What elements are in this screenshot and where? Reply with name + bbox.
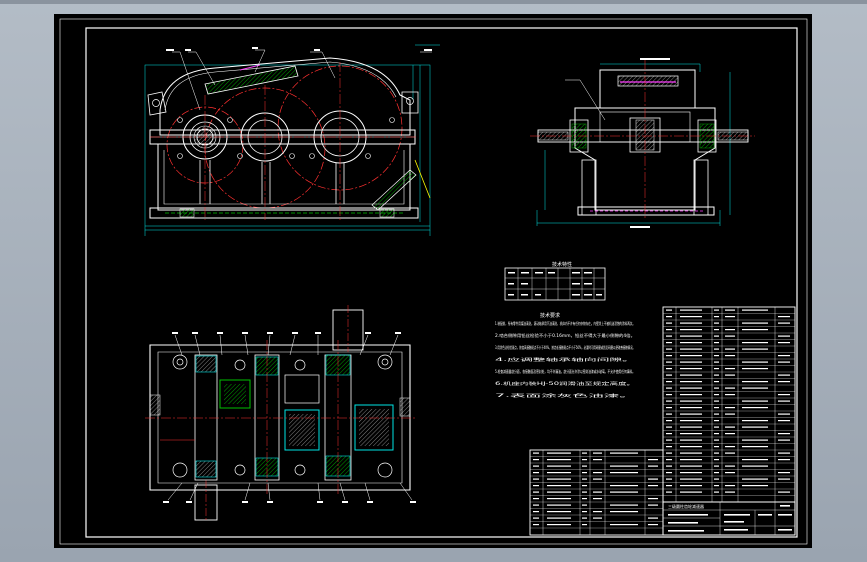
title-block-name: 三级圆柱齿轮减速器 [668,503,704,509]
tech-req-note: 2.啮合侧隙用铅丝检验不小于0.16mm，铅丝不得大于最小侧隙的4倍。 [495,332,635,338]
tech-req-note: 6.机座内装HJ-50润滑油至规定高度。 [495,380,635,386]
side-view [530,58,755,228]
technical-requirements: 技术要求 1.装配前，所有零件用煤油清洗，滚动轴承用汽油清洗，机体内不许有任何杂… [495,312,635,398]
parts-list-upper [662,306,796,503]
tech-req-note: 5.检查减速器剖分面，各接触面及密封处，均不许漏油。剖分面允许涂以密封油漆或水玻… [495,368,635,374]
inner-frame [85,27,798,538]
tech-req-note: 3.用涂色法检验斑点，按齿高接触斑点不小于40%，按齿长接触斑点不小于50%，必… [495,344,635,350]
plan-view [145,305,416,522]
viewport-top-edge [0,0,867,4]
front-view [144,44,440,236]
outer-frame [59,18,808,545]
tech-req-note: 7.表面涂灰色油漆。 [495,392,635,398]
tech-req-title: 技术要求 [540,312,560,319]
tech-req-note: 4.应调整轴承轴向间隙。 [495,356,635,362]
param-table-title: 技术特性 [552,261,572,268]
tech-req-note: 1.装配前，所有零件用煤油清洗，滚动轴承用汽油清洗，机体内不许有任何杂物存在。内… [495,320,635,326]
technical-characteristics-table: 技术特性 [504,261,606,301]
title-block: 三级圆柱齿轮减速器 [662,501,796,536]
parts-list-lower [529,449,664,536]
paper-sheet [54,14,812,548]
